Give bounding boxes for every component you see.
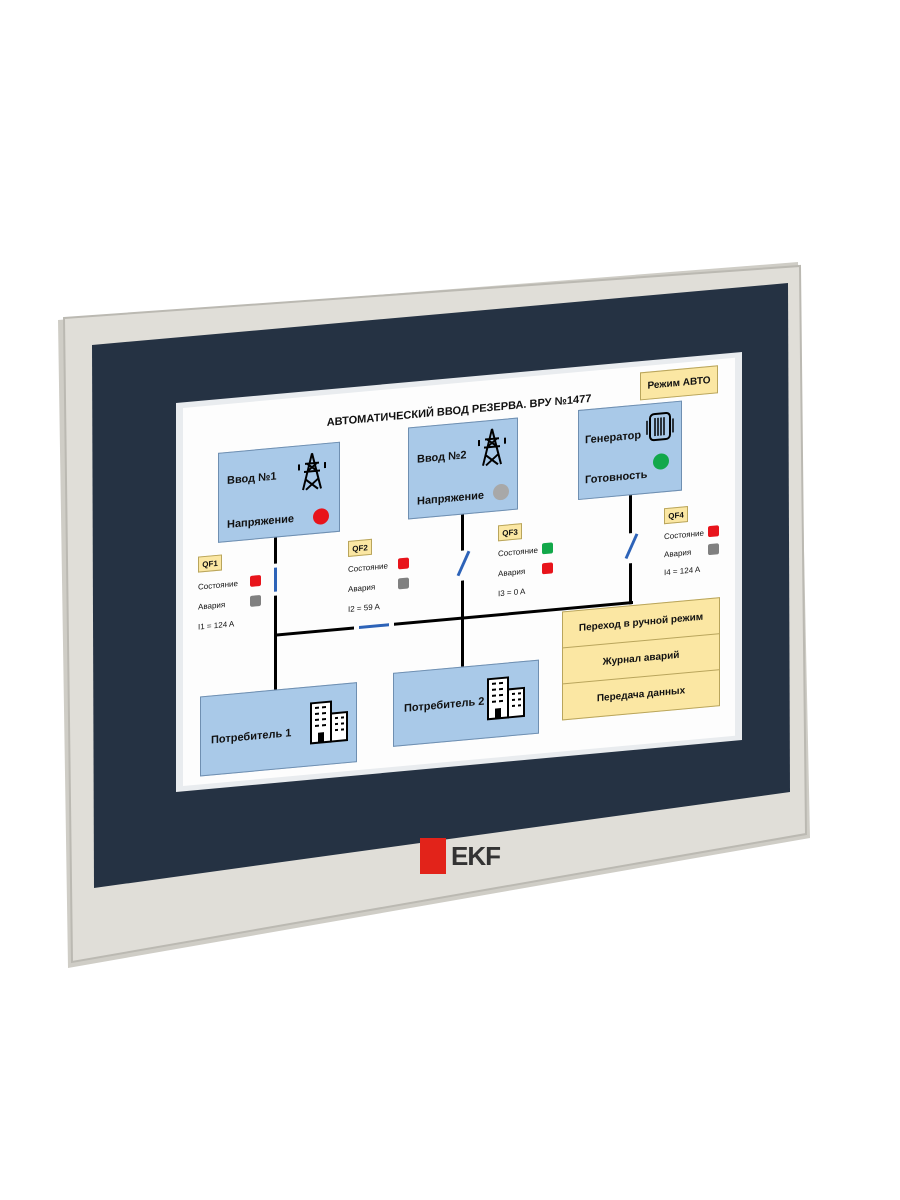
consumer-name: Потребитель 2: [404, 695, 485, 715]
state-indicator: [542, 542, 553, 555]
hmi-screen: АВТОМАТИЧЕСКИЙ ВВОД РЕЗЕРВА. ВРУ №1477 Р…: [183, 357, 735, 786]
generator-icon: [646, 412, 674, 442]
breaker-qf4: QF4 Состояние Авария I4 = 124 A: [664, 502, 734, 598]
ready-lamp: [653, 452, 669, 471]
state-label: Состояние: [348, 561, 388, 574]
state-indicator: [250, 574, 261, 587]
current-value: I4 = 124 A: [664, 564, 701, 578]
ekf-logo-mark: [420, 838, 446, 874]
power-pylon-icon: [298, 452, 326, 491]
alarm-label: Авария: [498, 566, 526, 579]
voltage-lamp: [493, 483, 509, 501]
wire: [629, 563, 632, 605]
building-icon: [487, 676, 525, 721]
alarm-indicator: [250, 594, 261, 607]
alarm-label: Авария: [198, 600, 226, 612]
state-label: Состояние: [664, 528, 704, 542]
alarm-label: Авария: [664, 547, 692, 560]
breaker-label: QF4: [664, 506, 688, 525]
switch-qf1[interactable]: [274, 567, 277, 592]
status-label: Готовность: [585, 468, 648, 487]
building-icon: [310, 700, 348, 745]
source-input-1[interactable]: Ввод №1 Напряжение: [218, 441, 340, 543]
current-value: I2 = 59 A: [348, 602, 380, 614]
source-input-2[interactable]: Ввод №2 Напряжение: [408, 417, 518, 520]
current-value: I1 = 124 A: [198, 619, 235, 632]
consumer-name: Потребитель 1: [211, 727, 292, 747]
alarm-label: Авария: [348, 582, 376, 594]
status-label: Напряжение: [227, 512, 294, 531]
ekf-logo-text: EKF: [451, 840, 501, 871]
wire: [274, 535, 277, 564]
ekf-logo: EKF: [420, 838, 501, 874]
switch-qf4[interactable]: [624, 533, 639, 559]
source-generator[interactable]: Генератор Готовность: [578, 400, 682, 501]
breaker-qf3: QF3 Состояние Авария I3 = 0 A: [498, 519, 568, 615]
alarm-indicator: [708, 543, 719, 556]
breaker-qf1: QF1 Состояние Авария I1 = 124 A: [198, 550, 268, 646]
consumer-1[interactable]: Потребитель 1: [200, 682, 357, 777]
wire: [274, 595, 277, 691]
breaker-label: QF3: [498, 523, 522, 542]
state-indicator: [398, 557, 409, 570]
breaker-qf2: QF2 Состояние Авария I2 = 59 A: [348, 535, 418, 631]
bus-wire: [274, 626, 354, 637]
wire: [629, 493, 632, 534]
current-value: I3 = 0 A: [498, 586, 526, 599]
switch-qf3[interactable]: [456, 550, 471, 577]
power-pylon-icon: [478, 428, 506, 467]
source-name: Ввод №2: [417, 449, 467, 466]
mode-indicator-button[interactable]: Режим АВТО: [640, 365, 718, 401]
breaker-label: QF2: [348, 538, 372, 557]
alarm-indicator: [398, 577, 409, 590]
source-name: Ввод №1: [227, 470, 277, 487]
wire: [461, 580, 464, 667]
alarm-indicator: [542, 562, 553, 575]
source-name: Генератор: [585, 429, 642, 447]
state-label: Состояние: [498, 545, 538, 559]
consumer-2[interactable]: Потребитель 2: [393, 659, 539, 747]
action-menu: Переход в ручной режим Журнал аварий Пер…: [562, 597, 720, 721]
voltage-lamp: [313, 507, 329, 526]
breaker-label: QF1: [198, 554, 222, 573]
status-label: Напряжение: [417, 489, 484, 508]
state-indicator: [708, 525, 719, 538]
wire: [461, 512, 464, 551]
state-label: Состояние: [198, 579, 238, 592]
